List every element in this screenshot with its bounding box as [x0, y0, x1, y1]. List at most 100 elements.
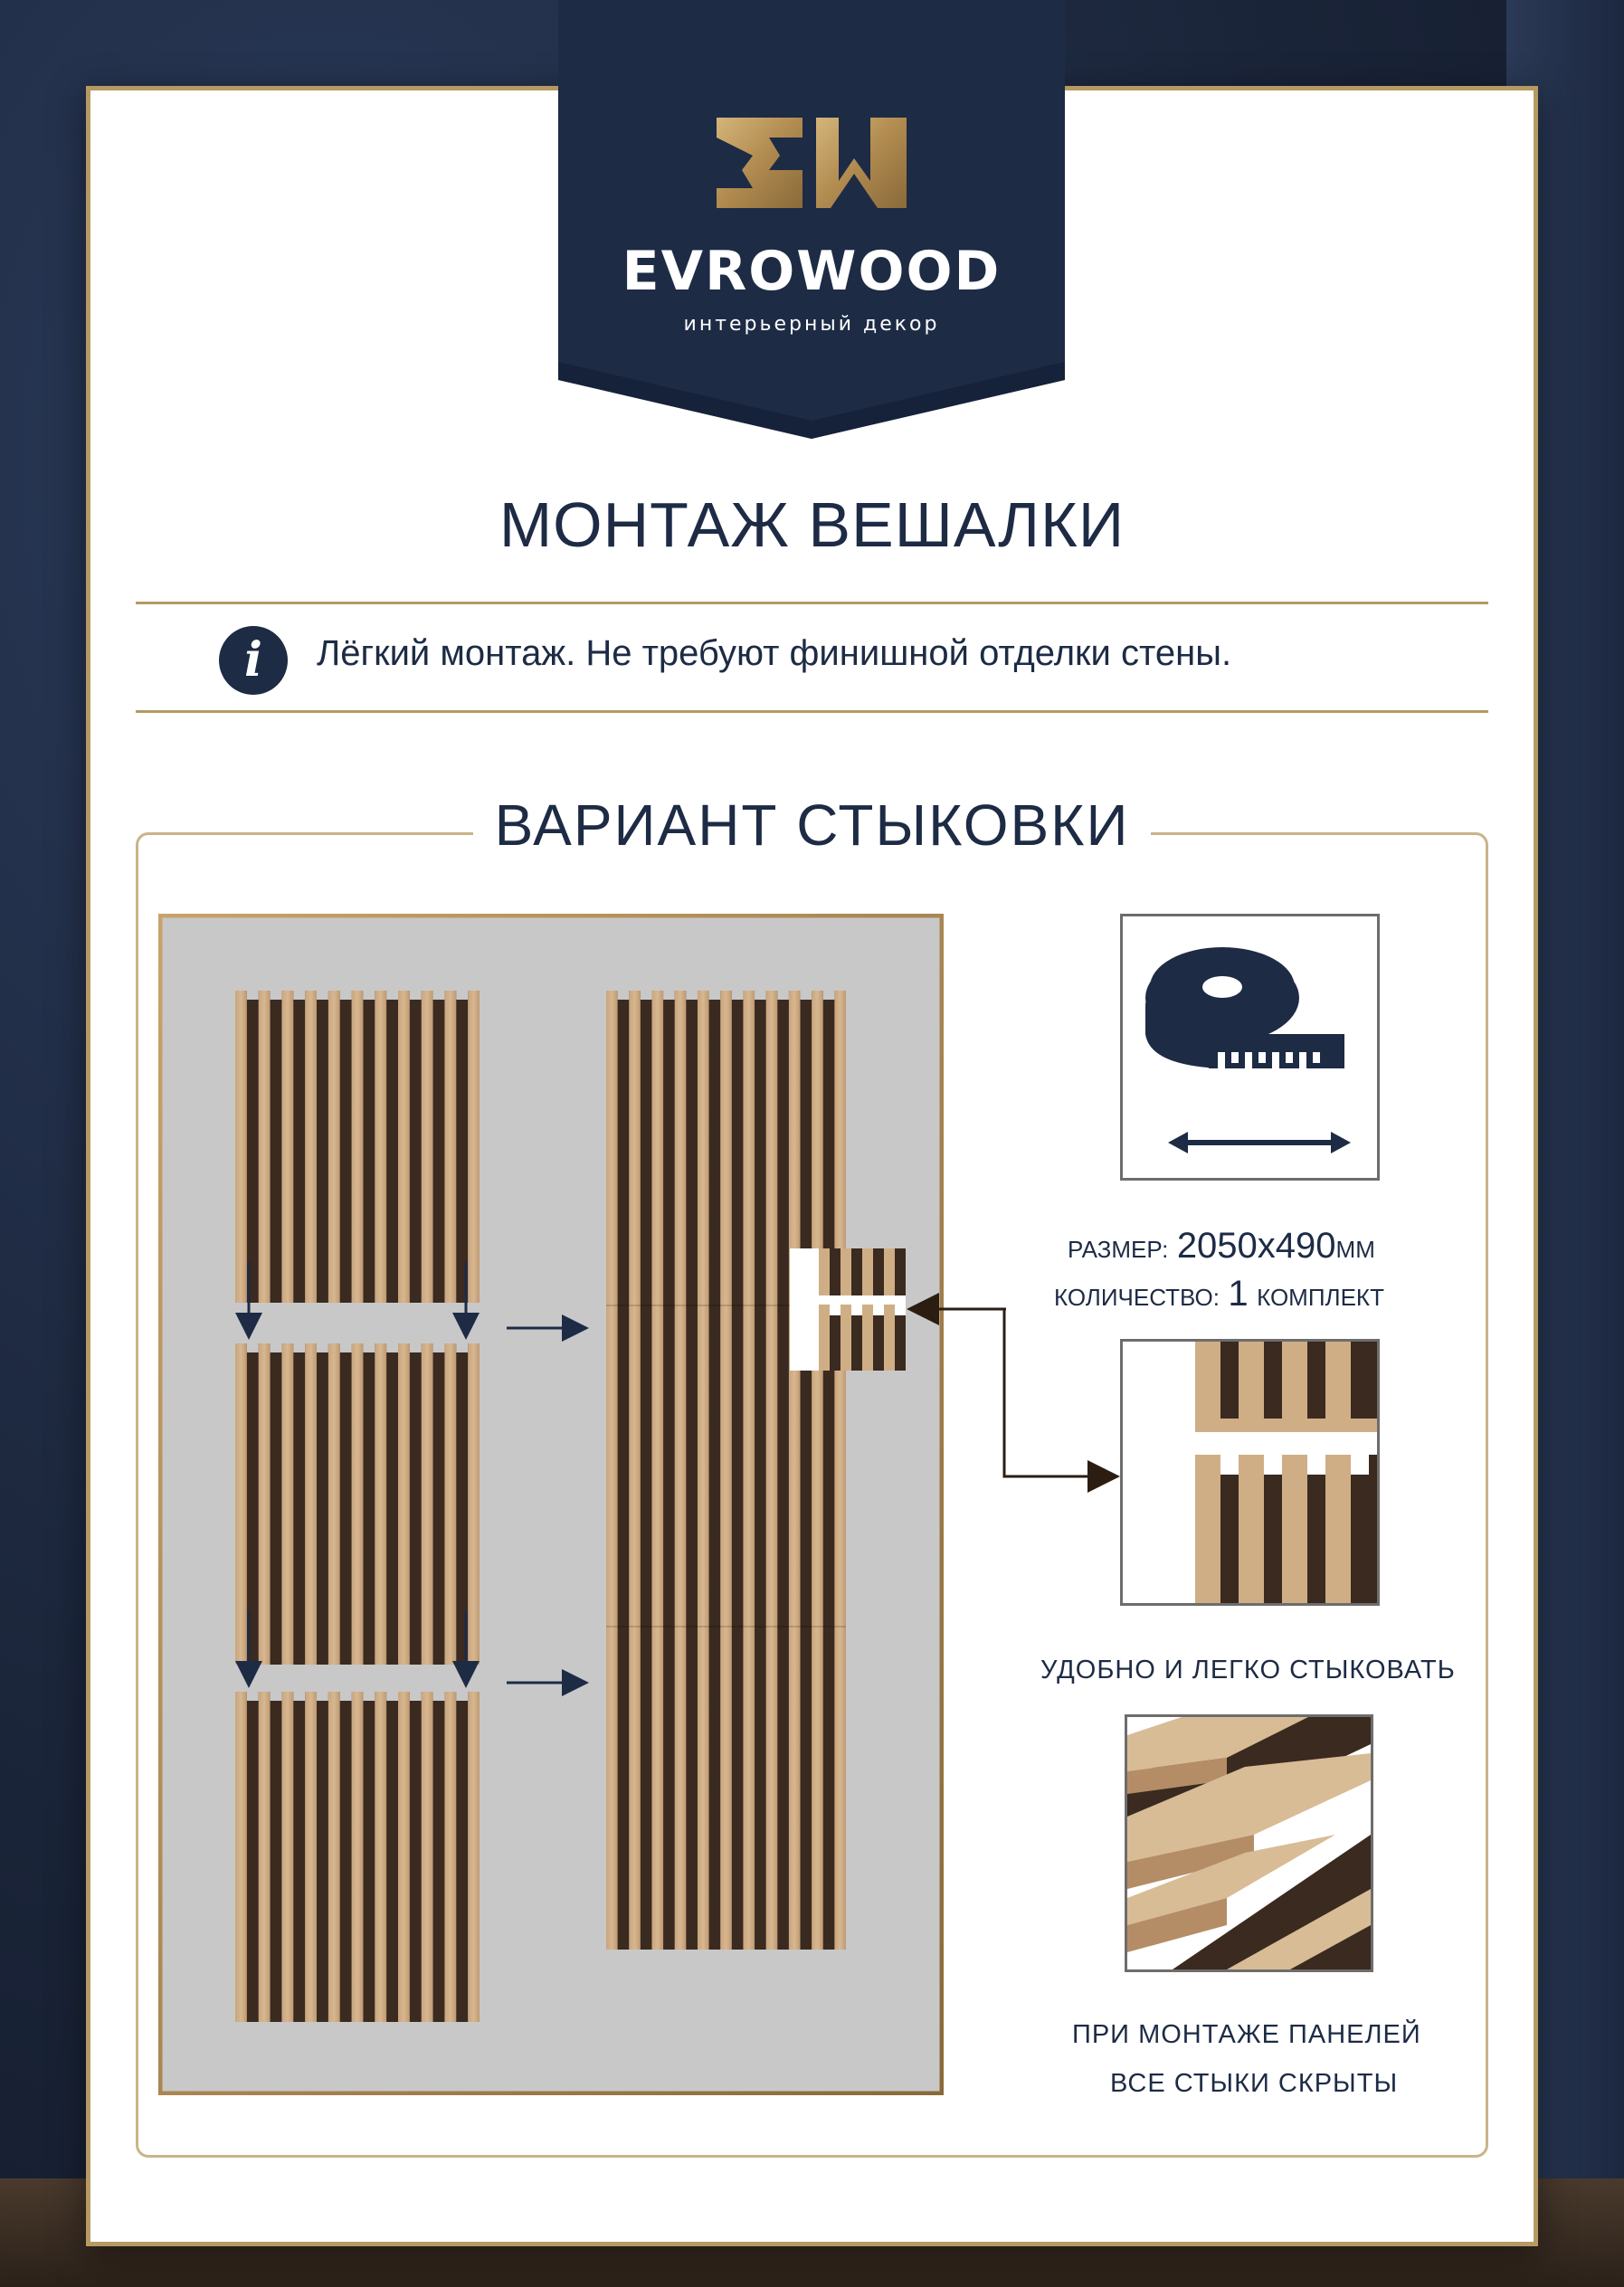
panel-assembled-slat: [720, 991, 732, 1950]
panel-assembled-slat: [743, 991, 755, 1950]
panel-bottom-notch: [246, 1692, 259, 1701]
page-title: МОНТАЖ ВЕШАЛКИ: [499, 489, 1125, 560]
panel-top-notch: [339, 991, 352, 1000]
panel-middle-slat: [468, 1343, 480, 1665]
joint-detail-illustration: [1195, 1342, 1377, 1603]
panel-bottom-notch: [317, 1692, 328, 1701]
magnifier-bottom-slat: [840, 1305, 851, 1371]
magnifier-top-slat: [862, 1248, 873, 1295]
panel-middle-slat: [398, 1343, 410, 1665]
qty-value: 1: [1228, 1274, 1249, 1314]
panel-middle-notch: [456, 1343, 469, 1352]
panel-assembled-notch: [640, 991, 652, 1000]
qty-label: КОЛИЧЕСТВО:: [1054, 1284, 1220, 1311]
panel-top-slat: [305, 991, 317, 1303]
brand-tagline: интерьерный декор: [683, 313, 940, 336]
panel-top-notch: [246, 991, 259, 1000]
panel-middle-slat: [421, 1343, 433, 1665]
panel-assembled-notch: [708, 991, 721, 1000]
panel-middle-slat: [444, 1343, 457, 1665]
magnifier-top-slat: [819, 1248, 830, 1295]
panel-bottom-slat: [305, 1692, 317, 2022]
panel-middle-notch: [317, 1343, 328, 1352]
hidden-joints-line2: ВСЕ СТЫКИ СКРЫТЫ: [1110, 2069, 1399, 2098]
panel-top-notch: [363, 991, 375, 1000]
seam-1: [606, 1305, 846, 1306]
panel-top-notch: [270, 991, 282, 1000]
magnifier-top-slat: [840, 1248, 851, 1295]
size-line: РАЗМЕР: 2050х490ММ: [1068, 1226, 1375, 1267]
panel-top-slat: [281, 991, 294, 1303]
panel-middle-slat: [281, 1343, 294, 1665]
brand-banner: [558, 0, 1065, 439]
qty-unit: КОМПЛЕКТ: [1257, 1284, 1384, 1311]
panel-bottom-notch: [456, 1692, 469, 1701]
qty-line: КОЛИЧЕСТВО: 1 КОМПЛЕКТ: [1054, 1274, 1384, 1314]
measure-icon-box: [1120, 914, 1380, 1181]
panel-assembled-notch: [755, 991, 766, 1000]
panel-top-slat: [398, 991, 410, 1303]
panel-middle-slat: [305, 1343, 317, 1665]
tape-measure-icon: [1145, 947, 1351, 1153]
size-label: РАЗМЕР:: [1068, 1236, 1169, 1263]
panel-middle-notch: [386, 1343, 398, 1352]
panel-assembled-notch: [777, 991, 789, 1000]
panel-bottom-slat: [281, 1692, 294, 2022]
size-unit: ММ: [1335, 1236, 1375, 1263]
panel-top-notch: [432, 991, 445, 1000]
magnifier-gap: [851, 1305, 862, 1315]
panel-assembled-slat: [788, 991, 801, 1950]
joint-caption: УДОБНО И ЛЕГКО СТЫКОВАТЬ: [1040, 1656, 1456, 1684]
panel-assembled-slat: [606, 991, 618, 1950]
joint-detail-box: [1120, 1339, 1380, 1606]
slats-3d-box: [1125, 1714, 1373, 1972]
panel-middle-notch: [409, 1343, 422, 1352]
divider-top: [136, 602, 1488, 604]
panel-top-slat: [235, 991, 247, 1303]
panel-top-slat: [468, 991, 480, 1303]
panel-assembled-slat: [651, 991, 664, 1950]
panel-middle-notch: [246, 1343, 259, 1352]
panel-bottom-slat: [235, 1692, 247, 2022]
panel-bottom-slat: [421, 1692, 433, 2022]
magnifier-gap: [873, 1305, 884, 1315]
magnifier-gap: [830, 1305, 840, 1315]
panel-bottom-notch: [339, 1692, 352, 1701]
seam-2: [606, 1626, 846, 1627]
panel-middle-notch: [270, 1343, 282, 1352]
section-title-wrap: ВАРИАНТ СТЫКОВКИ: [0, 792, 1624, 859]
panel-top-slat: [258, 991, 271, 1303]
panel-middle-slat: [351, 1343, 364, 1665]
panel-bottom-notch: [386, 1692, 398, 1701]
magnifier-gap: [895, 1305, 906, 1315]
brand-name: EVROWOOD: [622, 240, 1002, 303]
panel-bottom-notch: [293, 1692, 306, 1701]
ew-logo-icon: [717, 118, 907, 208]
panel-top-notch: [386, 991, 398, 1000]
magnifier-bottom-slat: [819, 1305, 830, 1371]
panel-bottom-notch: [270, 1692, 282, 1701]
panel-top-slat: [444, 991, 457, 1303]
panel-assembled-notch: [617, 991, 630, 1000]
panel-bottom-slat: [398, 1692, 410, 2022]
panel-middle-notch: [432, 1343, 445, 1352]
panel-bottom-slat: [468, 1692, 480, 2022]
panel-assembled-slat: [697, 991, 709, 1950]
panel-middle-slat: [328, 1343, 340, 1665]
panel-assembled-notch: [731, 991, 744, 1000]
panel-bottom-slat: [375, 1692, 387, 2022]
panel-middle-slat: [375, 1343, 387, 1665]
panel-middle-notch: [363, 1343, 375, 1352]
panel-top-slat: [375, 991, 387, 1303]
panel-assembled-slat: [812, 991, 823, 1950]
panel-bottom-slat: [328, 1692, 340, 2022]
panel-bottom-slat: [258, 1692, 271, 2022]
panel-middle-slat: [258, 1343, 271, 1665]
panel-assembled-notch: [663, 991, 675, 1000]
panel-middle-notch: [293, 1343, 306, 1352]
panel-bottom-slat: [351, 1692, 364, 2022]
panel-assembled-slat: [765, 991, 778, 1950]
panel-assembled-notch: [686, 991, 698, 1000]
panel-top-notch: [456, 991, 469, 1000]
panel-bottom-notch: [432, 1692, 445, 1701]
